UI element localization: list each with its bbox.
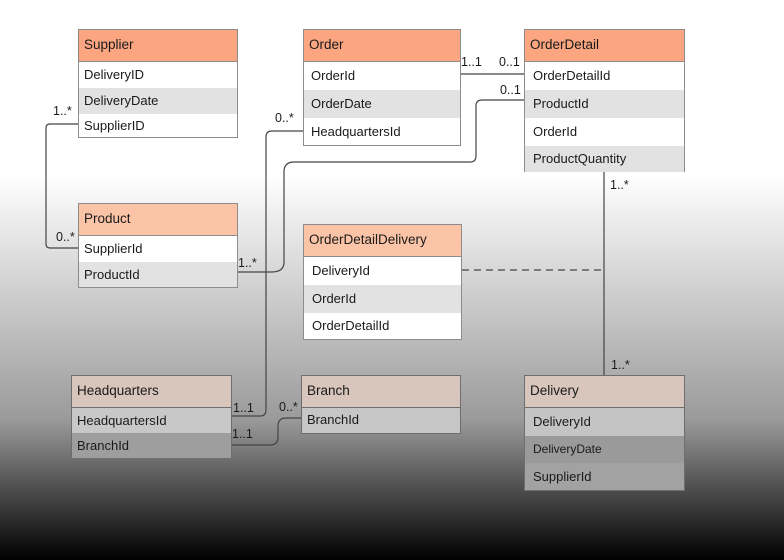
entity-supplier[interactable]: Supplier DeliveryID DeliveryDate Supplie… — [78, 29, 238, 138]
cardinality-order-hq-top: 0..* — [275, 111, 294, 125]
supplier-product-line — [45, 123, 78, 249]
cardinality-hq-branch: 1..1 — [232, 427, 253, 441]
entity-delivery-header: Delivery — [525, 376, 684, 408]
field-supplier-deliveryid: DeliveryID — [84, 67, 144, 82]
field-order-orderdate: OrderDate — [304, 90, 460, 118]
entity-product[interactable]: Product SupplierId ProductId — [78, 203, 238, 288]
field-headquarters-branchid: BranchId — [72, 433, 231, 458]
entity-order-header: Order — [304, 30, 460, 62]
entity-branch-header: Branch — [302, 376, 460, 408]
field-delivery-deliveryid: DeliveryId — [525, 408, 684, 436]
cardinality-productid-right: 0..1 — [500, 83, 521, 97]
field-orderdetail-productquantity: ProductQuantity — [525, 146, 684, 172]
product-orderdetail-line — [237, 99, 524, 273]
field-order-headquartersid: HeadquartersId — [311, 124, 401, 139]
field-branch-branchid: BranchId — [302, 408, 460, 433]
entity-delivery[interactable]: Delivery DeliveryId DeliveryDate Supplie… — [524, 375, 685, 491]
field-orderdetaildelivery-orderdetailid: OrderDetailId — [312, 318, 390, 333]
headquarters-branch-line — [232, 417, 301, 446]
field-supplier-supplierid: SupplierID — [84, 118, 145, 133]
field-headquarters-headquartersid: HeadquartersId — [72, 408, 231, 433]
entity-headquarters[interactable]: Headquarters HeadquartersId BranchId — [71, 375, 232, 459]
field-orderdetail-orderdetailid: OrderDetailId — [533, 68, 611, 83]
cardinality-product-right: 1..* — [238, 256, 257, 270]
entity-headquarters-header: Headquarters — [72, 376, 231, 408]
cardinality-delivery-top: 1..* — [611, 358, 630, 372]
field-orderdetail-orderid: OrderId — [533, 124, 578, 139]
field-delivery-supplierid: SupplierId — [525, 463, 684, 490]
entity-orderdetail[interactable]: OrderDetail OrderDetailId ProductId Orde… — [524, 29, 685, 172]
cardinality-order-orderdetail-left: 1..1 — [461, 55, 482, 69]
field-product-supplierid: SupplierId — [84, 241, 143, 256]
cardinality-orderdetail-bottom: 1..* — [610, 178, 629, 192]
entity-branch[interactable]: Branch BranchId — [301, 375, 461, 434]
field-product-productid: ProductId — [79, 262, 237, 287]
cardinality-branch-left: 0..* — [279, 400, 298, 414]
entity-product-header: Product — [79, 204, 237, 236]
cardinality-supplier-product-top: 1..* — [53, 104, 72, 118]
field-orderdetaildelivery-deliveryid: DeliveryId — [312, 263, 370, 278]
entity-orderdetaildelivery[interactable]: OrderDetailDelivery DeliveryId OrderId O… — [303, 224, 462, 340]
field-orderdetaildelivery-orderid: OrderId — [304, 285, 461, 313]
field-order-orderid: OrderId — [311, 68, 356, 83]
entity-order[interactable]: Order OrderId OrderDate HeadquartersId — [303, 29, 461, 146]
entity-orderdetaildelivery-header: OrderDetailDelivery — [304, 225, 461, 257]
entity-supplier-header: Supplier — [79, 30, 237, 62]
cardinality-supplier-product-bottom: 0..* — [56, 230, 75, 244]
field-delivery-deliverydate: DeliveryDate — [525, 436, 684, 463]
order-headquarters-line — [232, 130, 303, 417]
field-orderdetail-productid: ProductId — [525, 90, 684, 118]
cardinality-hq-order: 1..1 — [233, 401, 254, 415]
entity-orderdetail-header: OrderDetail — [525, 30, 684, 62]
cardinality-order-orderdetail-right: 0..1 — [499, 55, 520, 69]
field-supplier-deliverydate: DeliveryDate — [79, 88, 237, 114]
